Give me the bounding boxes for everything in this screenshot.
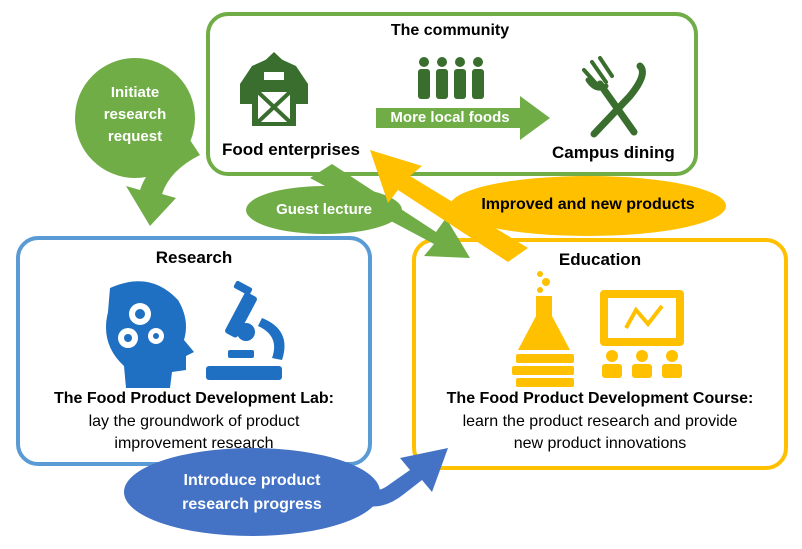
improved-products-label: Improved and new products bbox=[481, 196, 695, 213]
classroom-board-icon bbox=[600, 290, 684, 378]
research-box bbox=[16, 236, 372, 466]
education-box bbox=[412, 238, 788, 470]
course-desc-line-2: new product innovations bbox=[513, 435, 687, 452]
improved-products-bubble bbox=[450, 176, 726, 236]
course-title: The Food Product Development Course: bbox=[446, 390, 754, 407]
initiate-label-1: Initiate bbox=[110, 84, 160, 101]
initiate-bubble bbox=[75, 58, 195, 178]
more-local-foods-arrow bbox=[376, 96, 550, 140]
head-gears-icon bbox=[106, 281, 194, 388]
course-desc-line-1: learn the product research and provide bbox=[462, 413, 738, 430]
research-title: Research bbox=[155, 248, 233, 267]
food-enterprises-label: Food enterprises bbox=[222, 140, 360, 159]
fork-knife-icon bbox=[582, 56, 646, 138]
improved-products-arrow bbox=[370, 150, 528, 262]
initiate-arrow bbox=[126, 140, 200, 226]
initiate-label-2: research bbox=[103, 106, 167, 123]
guest-lecture-bubble bbox=[246, 186, 402, 234]
guest-lecture-label: Guest lecture bbox=[276, 201, 372, 218]
community-title: The community bbox=[390, 22, 510, 39]
flask-books-icon bbox=[512, 271, 574, 387]
more-local-foods-label: More local foods bbox=[390, 109, 510, 126]
people-icon bbox=[418, 57, 484, 99]
introduce-bubble bbox=[124, 448, 380, 536]
microscope-icon bbox=[206, 280, 285, 380]
education-title: Education bbox=[558, 250, 642, 269]
introduce-label-1: Introduce product bbox=[183, 472, 321, 489]
lab-desc-line-2: improvement research bbox=[114, 435, 274, 452]
lab-desc-line-1: lay the groundwork of product bbox=[88, 413, 300, 430]
campus-dining-label: Campus dining bbox=[552, 143, 675, 162]
lab-title: The Food Product Development Lab: bbox=[53, 390, 334, 407]
introduce-label-2: research progress bbox=[182, 496, 322, 513]
barn-icon bbox=[240, 52, 308, 126]
initiate-label-3: request bbox=[107, 128, 163, 145]
